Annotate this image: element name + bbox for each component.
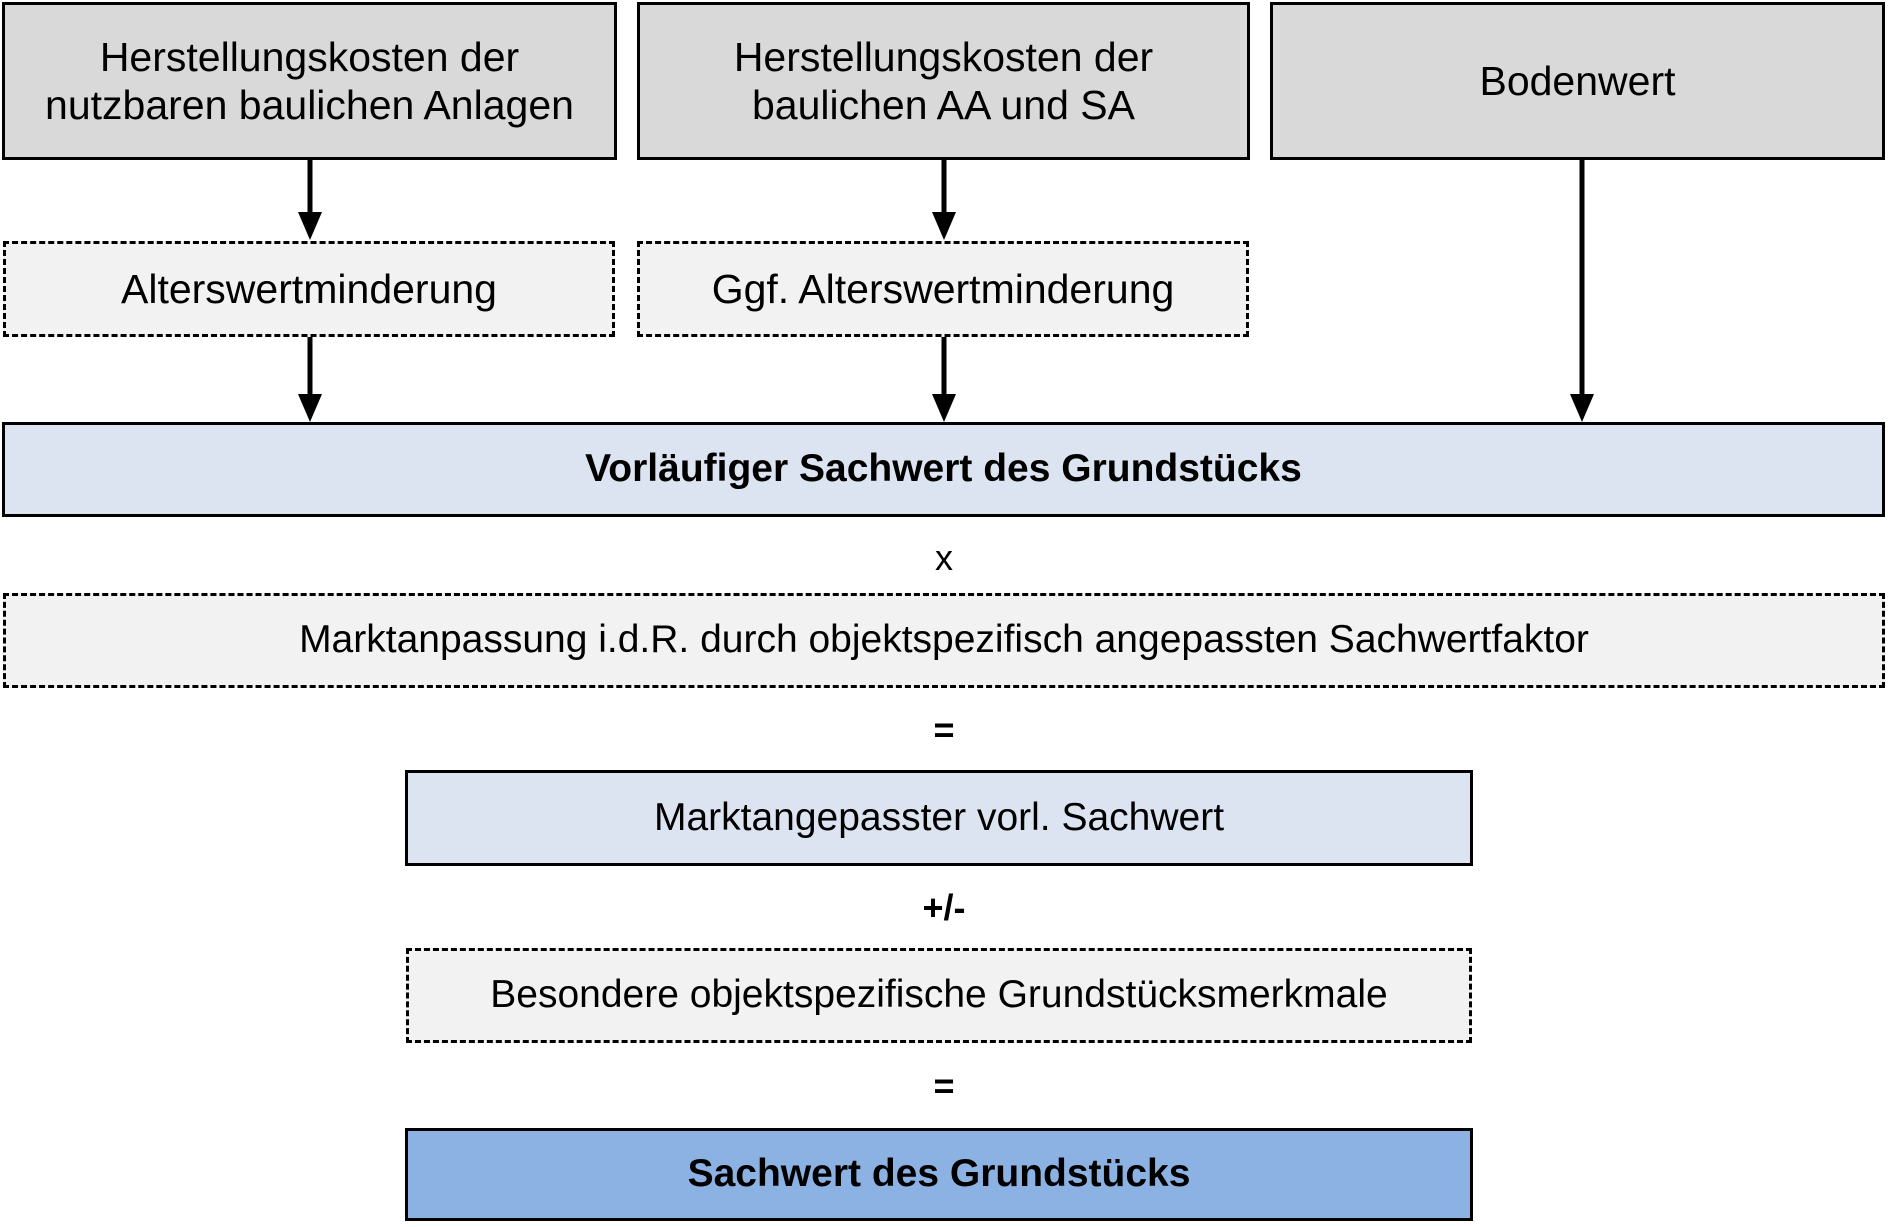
node-label: Vorläufiger Sachwert des Grundstücks bbox=[585, 447, 1302, 491]
node-vorlaeufiger-sachwert[interactable]: Vorläufiger Sachwert des Grundstücks bbox=[2, 422, 1885, 517]
node-label: Alterswertminderung bbox=[121, 265, 497, 312]
node-label: Bodenwert bbox=[1479, 57, 1676, 104]
node-label-line1: Herstellungskosten der bbox=[99, 33, 520, 80]
node-label-line2: baulichen AA und SA bbox=[752, 82, 1135, 128]
node-alterswertminderung[interactable]: Alterswertminderung bbox=[3, 241, 615, 337]
operator-plus-minus: +/- bbox=[922, 887, 966, 928]
node-label-line1: Herstellungskosten der bbox=[733, 33, 1154, 80]
arrow-bodenwert-to-vorlaeufiger-sachwert bbox=[1570, 160, 1594, 424]
node-label: Besondere objektspezifische Grundstücksm… bbox=[490, 973, 1388, 1017]
operator-equals-1: = bbox=[933, 709, 955, 750]
node-marktangepasster-vorl-sachwert[interactable]: Marktangepasster vorl. Sachwert bbox=[405, 770, 1473, 866]
node-sachwert-des-grundstuecks[interactable]: Sachwert des Grundstücks bbox=[405, 1128, 1473, 1221]
arrow-ggf-alterswertminderung-to-vorlaeufiger-sachwert bbox=[932, 337, 956, 424]
node-besondere-objektspezifische-merkmale[interactable]: Besondere objektspezifische Grundstücksm… bbox=[406, 948, 1472, 1043]
operator-equals-2: = bbox=[933, 1065, 955, 1106]
arrow-kosten-aa-sa-to-ggf-alterswertminderung bbox=[932, 160, 956, 242]
node-herstellungskosten-aa-sa[interactable]: Herstellungskosten der baulichen AA und … bbox=[637, 2, 1250, 160]
node-ggf-alterswertminderung[interactable]: Ggf. Alterswertminderung bbox=[637, 241, 1249, 337]
arrow-alterswertminderung-to-vorlaeufiger-sachwert bbox=[298, 337, 322, 424]
node-herstellungskosten-nutzbare-anlagen[interactable]: Herstellungskosten der nutzbaren baulich… bbox=[2, 2, 617, 160]
node-label: Marktanpassung i.d.R. durch objektspezif… bbox=[299, 618, 1589, 662]
node-label: Marktangepasster vorl. Sachwert bbox=[653, 795, 1225, 839]
operator-multiply: x bbox=[935, 537, 953, 578]
node-bodenwert[interactable]: Bodenwert bbox=[1270, 2, 1885, 160]
arrow-kosten-to-alterswertminderung bbox=[298, 160, 322, 242]
node-label-line2: nutzbaren baulichen Anlagen bbox=[45, 82, 574, 128]
node-label: Sachwert des Grundstücks bbox=[687, 1152, 1191, 1196]
node-label: Ggf. Alterswertminderung bbox=[711, 265, 1175, 312]
node-marktanpassung[interactable]: Marktanpassung i.d.R. durch objektspezif… bbox=[3, 593, 1885, 688]
